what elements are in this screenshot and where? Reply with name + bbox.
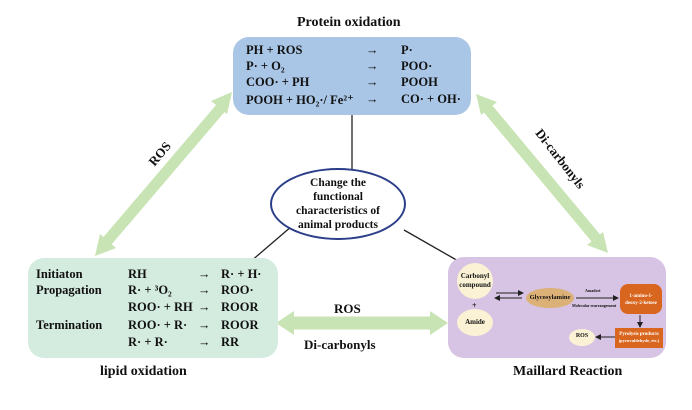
protein-reaction-2-arrow: → [366,59,379,73]
protein-reaction-1-arrow: → [366,43,379,57]
protein-reaction-3-lhs: COO· + PH [246,75,310,89]
protein-reaction-3-arrow: → [366,75,379,89]
carbonyl-compound-circle: Carbonyl compound [457,263,493,299]
lipid-row-5-rhs: RR [221,335,240,349]
lipid-row-5-lhs: R· + R· [128,335,168,349]
lipid-box: Initiaton RH → R· + H· Propagation R· + … [28,258,278,358]
deoxyketose-box: 1-amino-1- deoxy-2-ketose [620,284,662,314]
center-ellipse: Change the functional characteristics of… [270,168,406,240]
protein-reaction-3-rhs: POOH [401,75,438,89]
maillard-box: Carbonyl compound + Amide Glycosylamine … [448,257,666,358]
protein-reaction-1-rhs: P· [401,43,413,57]
protein-reaction-2-lhs: P· + O₂ [246,59,285,73]
lipid-stage-propagation: Propagation [36,283,102,297]
protein-reaction-1-lhs: PH + ROS [246,43,303,57]
lipid-row-1-arrow: → [198,267,211,281]
lipid-row-2-rhs: ROO· [221,283,254,297]
amide-label: Amide [465,318,485,326]
connector-maillard [403,229,461,263]
amide-circle: Amide [457,309,493,336]
glycosylamine-ellipse: Glycosylamine [526,288,574,308]
lipid-row-3-arrow: → [198,300,211,314]
maillard-diagram [494,290,643,340]
lipid-stage-initiation: Initiaton [36,267,83,281]
rearrangement-label: Molecular rearrangement [572,303,617,308]
protein-reaction-4-arrow: → [366,92,379,106]
lipid-row-5-arrow: → [198,335,211,349]
carbonyl-line-1: Carbonyl [460,272,490,280]
maillard-title: Maillard Reaction [513,364,623,379]
lipid-row-3-rhs: ROOR [221,300,259,314]
lipid-row-1-lhs: RH [128,267,147,281]
glycosylamine-label: Glycosylamine [529,294,571,301]
center-line-2: functional [313,191,363,203]
lipid-stage-termination: Termination [36,318,103,332]
deoxyketose-line-1: 1-amino-1- [629,294,653,299]
protein-title: Protein oxidation [297,15,401,30]
maillard-plus: + [472,301,477,310]
protein-reaction-4-lhs: POOH + HO₂·/ Fe²⁺ [246,93,354,107]
center-line-3: characteristics of [296,205,380,217]
lipid-row-4-rhs: ROOR [221,318,259,332]
arrow-protein-maillard [476,94,608,253]
protein-reaction-2-rhs: POO· [401,59,433,73]
lipid-row-4-arrow: → [198,318,211,332]
amadori-label: Amadori [585,288,601,293]
arrow-protein-lipid [95,92,232,256]
arrow-label-dicarbonyls-bottom: Di-carbonyls [304,337,376,352]
deoxyketose-line-2: deoxy-2-ketose [625,301,657,306]
pyrolysis-line-2: (pyruvaldehyde, etc.) [618,338,660,343]
pyrolysis-products-box: Pyrolysis products (pyruvaldehyde, etc.) [615,328,663,348]
ros-label: ROS [575,333,589,339]
protein-reaction-4-rhs: CO· + OH· [401,92,461,106]
lipid-row-2-arrow: → [198,283,211,297]
center-line-1: Change the [310,177,366,189]
lipid-row-3-lhs: ROO· + RH [128,300,193,314]
pyrolysis-line-1: Pyrolysis products [619,332,659,337]
arrow-lipid-maillard [276,311,448,335]
ros-circle: ROS [569,329,595,346]
lipid-row-4-lhs: ROO· + R· [128,318,188,332]
connector-lipid [249,225,293,263]
lipid-title: lipid oxidation [100,364,187,379]
lipid-row-1-rhs: R· + H· [221,267,262,281]
lipid-row-2-lhs: R· + ³O₂ [128,283,172,297]
carbonyl-line-2: compound [459,281,491,289]
protein-box: PH + ROS → P· P· + O₂ → POO· COO· + PH →… [233,37,471,115]
arrow-label-ros-bottom: ROS [334,301,361,316]
center-line-4: animal products [298,219,378,231]
